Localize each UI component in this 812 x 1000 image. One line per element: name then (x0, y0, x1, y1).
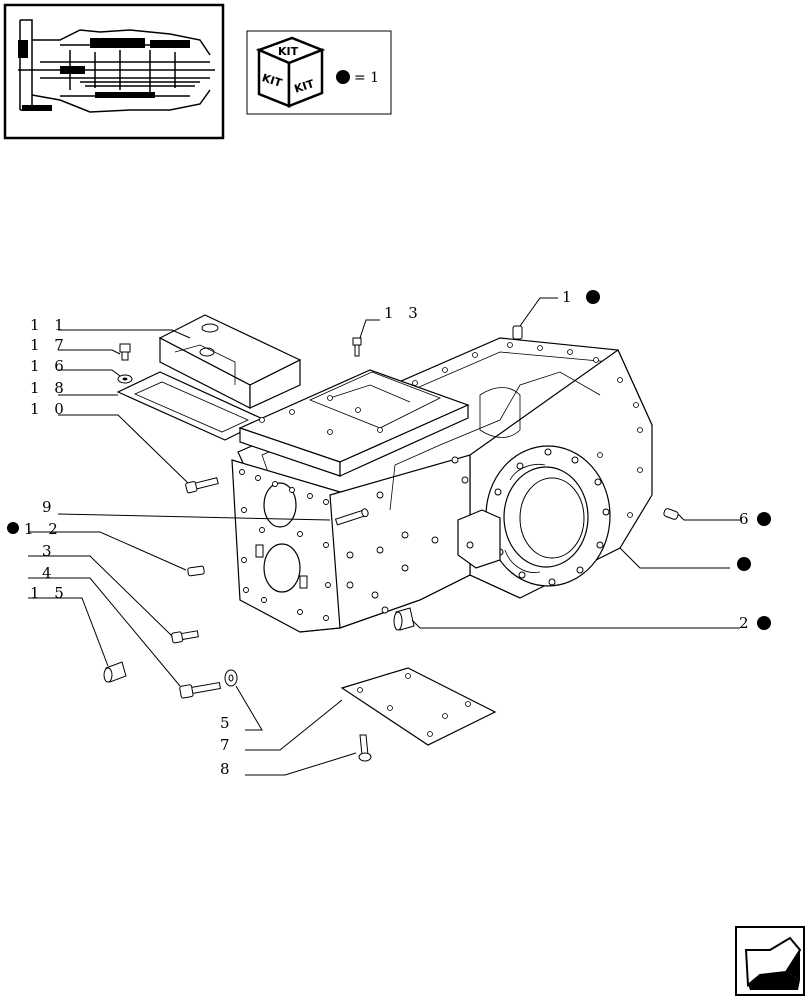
next-page-arrow-icon[interactable] (735, 926, 805, 996)
callout-15: 1 5 (30, 584, 69, 602)
callout-12: 1 2 (24, 520, 63, 538)
callout-9: 9 (42, 498, 57, 516)
bolt-10 (185, 477, 219, 494)
callout-4: 4 (42, 564, 57, 582)
stud-9 (334, 508, 369, 526)
plug-2 (393, 607, 415, 631)
bolt-13 (352, 337, 362, 357)
kit-bullet-12 (7, 522, 19, 534)
transmission-housing (231, 337, 653, 633)
capscrew-17 (119, 343, 131, 361)
callout-6: 6 (739, 510, 754, 528)
kit-box-icon: KIT KIT KIT (255, 36, 326, 108)
pin-12 (187, 565, 205, 577)
callout-10: 1 0 (30, 400, 69, 418)
kit-top-label: KIT (278, 45, 299, 58)
screw-8 (358, 734, 372, 762)
output-flange (485, 445, 611, 587)
dowel-6 (663, 508, 679, 520)
bolt-4 (179, 681, 221, 699)
bottom-plate (340, 667, 497, 746)
callout-2: 2 (739, 614, 754, 632)
callout-11: 1 1 (30, 316, 69, 334)
callout-17: 1 7 (30, 336, 69, 354)
callout-16: 1 6 (30, 357, 69, 375)
plug-15 (103, 661, 127, 683)
callout-5: 5 (220, 714, 235, 732)
dowel-14 (512, 325, 523, 340)
kit-right-label: KIT (293, 77, 317, 96)
callout-3: 3 (42, 542, 57, 560)
callout-18: 1 8 (30, 379, 69, 397)
callout-8: 8 (220, 760, 235, 778)
inspection-cover (238, 369, 470, 477)
transmission-thumbnail[interactable] (3, 3, 225, 140)
kit-equals-label: = 1 (354, 70, 379, 86)
leader-lines (28, 297, 740, 776)
kit-legend: KIT KIT KIT = 1 (246, 30, 392, 115)
small-parts (103, 325, 679, 762)
bolt-3 (171, 630, 199, 644)
kit-bullet-icon (336, 70, 350, 84)
callout-14: 1 4 (562, 288, 601, 306)
kit-bullet-6 (757, 512, 771, 526)
kit-left-label: KIT (260, 71, 284, 90)
callout-13: 1 3 (384, 304, 423, 322)
callout-labels: 1 1 1 7 1 6 1 8 1 0 9 1 2 3 4 1 5 5 7 8 … (7, 288, 771, 778)
kit-bullet-housing (737, 557, 751, 571)
kit-bullet-14 (586, 290, 600, 304)
kit-bullet-2 (757, 616, 771, 630)
top-cover (158, 314, 302, 409)
callout-7: 7 (220, 736, 235, 754)
